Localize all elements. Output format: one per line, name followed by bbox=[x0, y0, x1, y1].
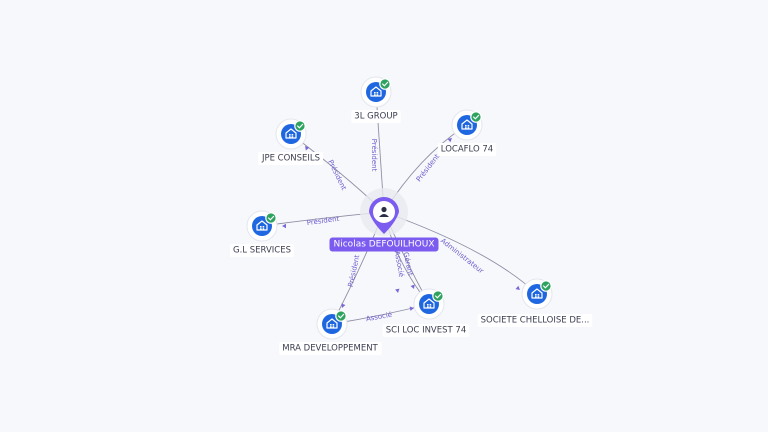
edge-label: Président bbox=[306, 215, 340, 228]
company-node-locaflo-74[interactable]: LOCAFLO 74 bbox=[437, 109, 497, 156]
nodes-layer: 3L GROUP LOCAFLO 74 JPE CONSEILS G.L SERVIC… bbox=[230, 76, 593, 355]
building-icon bbox=[256, 220, 268, 231]
edge-arrow bbox=[282, 223, 286, 229]
verified-check-icon bbox=[379, 78, 391, 90]
edge-label: Président bbox=[415, 152, 442, 183]
verified-check-icon bbox=[470, 111, 482, 123]
edge-arrow bbox=[515, 285, 520, 290]
edge-arrow bbox=[305, 146, 310, 151]
verified-check-icon bbox=[432, 290, 444, 302]
company-label: SCI LOC INVEST 74 bbox=[382, 324, 470, 337]
person-node-center[interactable]: Nicolas DEFOUILHOUX bbox=[329, 188, 439, 252]
building-icon bbox=[531, 288, 543, 299]
company-name: 3L GROUP bbox=[354, 112, 397, 122]
edge-line bbox=[383, 211, 538, 295]
edge-label: Président bbox=[347, 254, 362, 288]
edge-arrow bbox=[447, 138, 452, 143]
building-icon bbox=[370, 86, 382, 97]
company-node-3l-group[interactable]: 3L GROUP bbox=[351, 76, 401, 123]
verified-check-icon bbox=[294, 120, 306, 132]
company-name: JPE CONSEILS bbox=[261, 154, 320, 164]
verified-check-icon bbox=[540, 280, 552, 292]
company-label: SOCIETE CHELLOISE DE... bbox=[477, 314, 593, 327]
person-name: Nicolas DEFOUILHOUX bbox=[334, 240, 435, 250]
company-node-jpe-conseils[interactable]: JPE CONSEILS bbox=[257, 118, 324, 165]
edge-arrow bbox=[395, 288, 400, 293]
building-icon bbox=[326, 318, 338, 329]
building-icon bbox=[423, 298, 435, 309]
person-icon bbox=[379, 206, 389, 217]
company-name: LOCAFLO 74 bbox=[441, 145, 493, 155]
edge-arrow bbox=[341, 303, 346, 308]
company-name: G.L SERVICES bbox=[233, 246, 291, 256]
company-label: 3L GROUP bbox=[351, 110, 401, 123]
verified-check-icon bbox=[335, 310, 347, 322]
company-node-gl-services[interactable]: G.L SERVICES bbox=[230, 210, 294, 257]
building-icon bbox=[461, 119, 473, 130]
center-label: Nicolas DEFOUILHOUX bbox=[329, 237, 439, 252]
company-node-societe-chelloise[interactable]: SOCIETE CHELLOISE DE... bbox=[477, 278, 593, 327]
company-label: G.L SERVICES bbox=[230, 244, 294, 257]
company-label: LOCAFLO 74 bbox=[437, 143, 497, 156]
edge-label: Président bbox=[326, 159, 348, 192]
company-label: MRA DEVELOPPEMENT bbox=[279, 342, 382, 355]
company-name: SOCIETE CHELLOISE DE... bbox=[481, 316, 590, 326]
edge-label: Administrateur bbox=[439, 237, 485, 276]
building-icon bbox=[285, 128, 297, 139]
edge-arrow bbox=[410, 284, 415, 289]
company-label: JPE CONSEILS bbox=[257, 152, 324, 165]
company-node-mra-developpement[interactable]: MRA DEVELOPPEMENT bbox=[279, 308, 382, 355]
company-node-sci-loc-invest-74[interactable]: SCI LOC INVEST 74 bbox=[382, 288, 470, 337]
edge-label: Président bbox=[370, 139, 378, 172]
edge-arrow bbox=[409, 306, 414, 311]
edge-label: Associé bbox=[365, 311, 392, 323]
company-name: SCI LOC INVEST 74 bbox=[386, 326, 466, 336]
verified-check-icon bbox=[265, 212, 277, 224]
company-name: MRA DEVELOPPEMENT bbox=[282, 344, 378, 354]
